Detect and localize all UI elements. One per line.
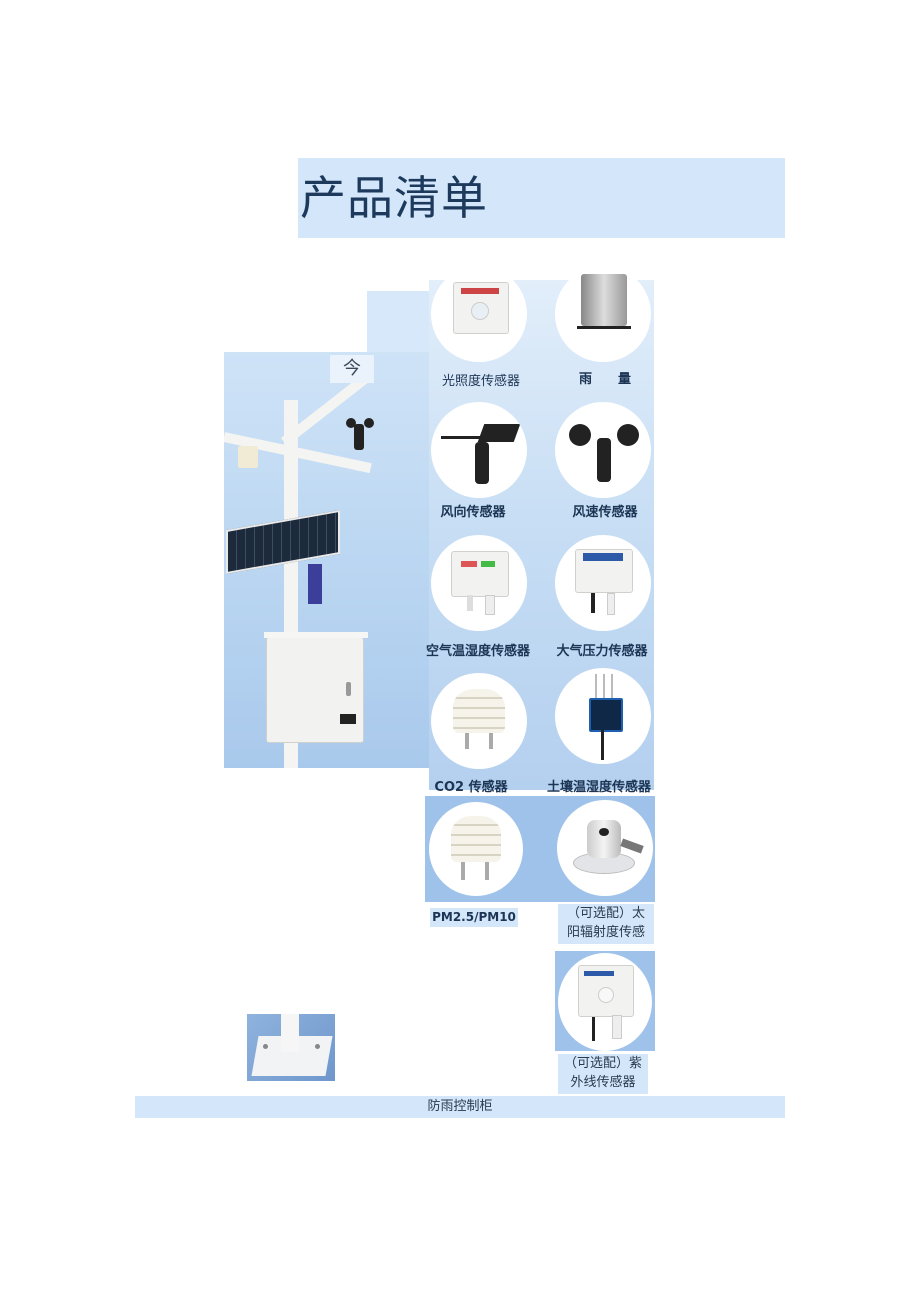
soil-sensor-icon <box>555 668 651 764</box>
sensor-label: 光照度传感器 <box>441 374 520 389</box>
sensor-label: CO2 传感器 <box>434 780 508 795</box>
light-sensor-icon <box>431 266 527 362</box>
sensor-label: 风速传感器 <box>572 505 638 520</box>
sensor-label: 雨 量 <box>578 372 631 387</box>
sensors-grid: 光照度传感器 雨 量 风向传感器 风速传感器 空气温湿度传感器 大气压力传感器 <box>426 266 654 795</box>
uv-sensor-label: （可选配）紫 外线传感器 <box>558 1054 648 1094</box>
sensor-label: 大气压力传感器 <box>556 644 648 659</box>
sensor-label: 风向传感器 <box>440 505 506 520</box>
uv-sensor-panel <box>555 951 655 1051</box>
pressure-sensor-icon <box>555 535 651 631</box>
solar-radiation-label-line1: （可选配）太 <box>566 906 645 921</box>
mounting-base-image <box>247 1014 335 1081</box>
page-title: 产品清单 <box>300 171 488 225</box>
solar-radiation-label-line2: 阳辐射度传感 <box>566 925 645 940</box>
air-temp-humidity-sensor-icon <box>431 535 527 631</box>
pm-label: PM2.5/PM10 <box>430 908 518 927</box>
weather-station-image <box>224 352 429 768</box>
station-image-top <box>367 291 429 353</box>
co2-sensor-icon <box>431 673 527 769</box>
sensor-label: 土壤温湿度传感器 <box>546 780 651 795</box>
sensor-label: 空气温湿度传感器 <box>425 644 530 659</box>
uv-sensor-icon <box>558 953 652 1051</box>
overlay-label: 今 <box>330 355 374 383</box>
title-banner: 产品清单 <box>298 158 785 238</box>
wind-vane-icon <box>431 402 527 498</box>
pm-solar-panel <box>425 796 655 902</box>
solar-radiation-label: （可选配）太 阳辐射度传感 <box>558 904 654 944</box>
footer-caption: 防雨控制柜 <box>135 1096 785 1118</box>
rain-gauge-icon <box>555 266 651 362</box>
uv-label-line2: 外线传感器 <box>570 1075 636 1090</box>
solar-radiation-sensor-icon <box>557 800 653 896</box>
anemometer-icon <box>555 402 651 498</box>
pm-sensor-icon <box>429 802 523 896</box>
uv-label-line1: （可选配）紫 <box>563 1056 642 1071</box>
